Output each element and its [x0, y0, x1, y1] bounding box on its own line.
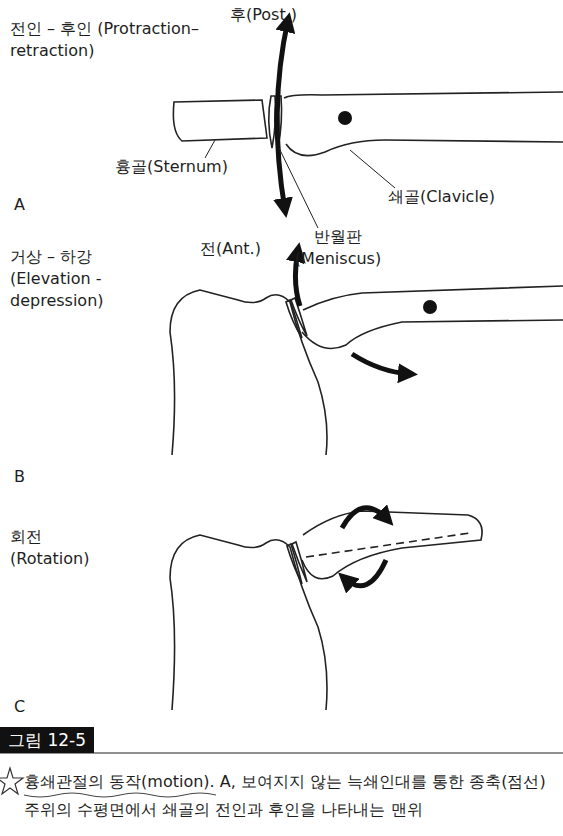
part-label: 쇄골(Clavicle) — [388, 186, 538, 208]
panel-letter: A — [14, 194, 44, 216]
panel-c — [170, 508, 482, 710]
part-label: 후(Post.) — [230, 4, 340, 26]
part-label: 회전 (Rotation) — [10, 526, 110, 570]
part-label: 전(Ant.) — [200, 238, 290, 260]
star-mark — [0, 768, 23, 794]
part-label: 전인 – 후인 (Protraction–retraction) — [10, 18, 220, 62]
panel-letter: B — [14, 466, 44, 488]
axis-dot — [423, 300, 437, 314]
part-label: 거상 – 하강 (Elevation -depression) — [10, 246, 125, 312]
handwritten-underline — [24, 793, 216, 797]
figure-number: 그림 12-5 — [0, 727, 94, 753]
panel-b — [170, 250, 563, 455]
part-label: 흉골(Sternum) — [115, 156, 255, 178]
axis-dot — [338, 111, 352, 125]
panel-letter: C — [14, 696, 44, 718]
figure-caption: 흉쇄관절의 동작(motion). A, 보여지지 않는 늑쇄인대를 통한 종축… — [24, 768, 554, 824]
panel-a — [173, 20, 563, 228]
part-label: 반월판 (Meniscus) — [288, 226, 388, 270]
